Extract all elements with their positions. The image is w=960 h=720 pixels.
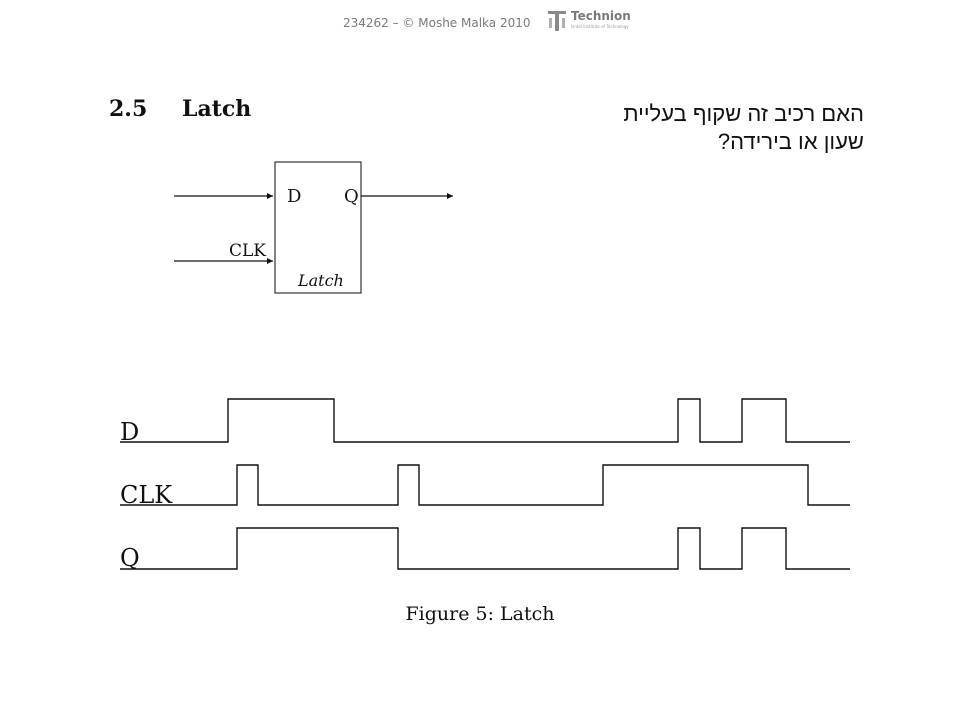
pin-q-label: Q [344,186,359,207]
waveform-clk [120,464,850,506]
pin-d-label: D [287,186,301,207]
header-text: 234262 – © Moshe Malka 2010 [343,16,531,30]
signal-label-d: D [120,418,139,446]
figure-caption: Figure 5: Latch [405,603,555,625]
technion-logo: Technion Israel Institute of Technology [545,8,635,36]
section-title: Latch [182,96,252,122]
timing-diagram: D CLK Q [120,398,850,572]
section-number: 2.5 [109,96,148,122]
latch-block-name: Latch [297,271,344,290]
logo-subtitle: Israel Institute of Technology [571,24,629,29]
pin-clk-label: CLK [229,241,266,261]
waveform-q [120,527,850,570]
latch-box [274,161,362,294]
question-line-2: שעון או בירידה? [717,129,864,154]
technion-emblem-icon [548,11,566,31]
question-line-1: האם רכיב זה שקוף בעליית [623,101,864,126]
question-text: האם רכיב זה שקוף בעליית שעון או בירידה? [544,100,864,156]
logo-name: Technion [571,9,631,23]
signal-label-q: Q [120,544,140,572]
waveform-d [120,398,850,443]
slide-header: 234262 – © Moshe Malka 2010 Technion Isr… [0,8,960,38]
